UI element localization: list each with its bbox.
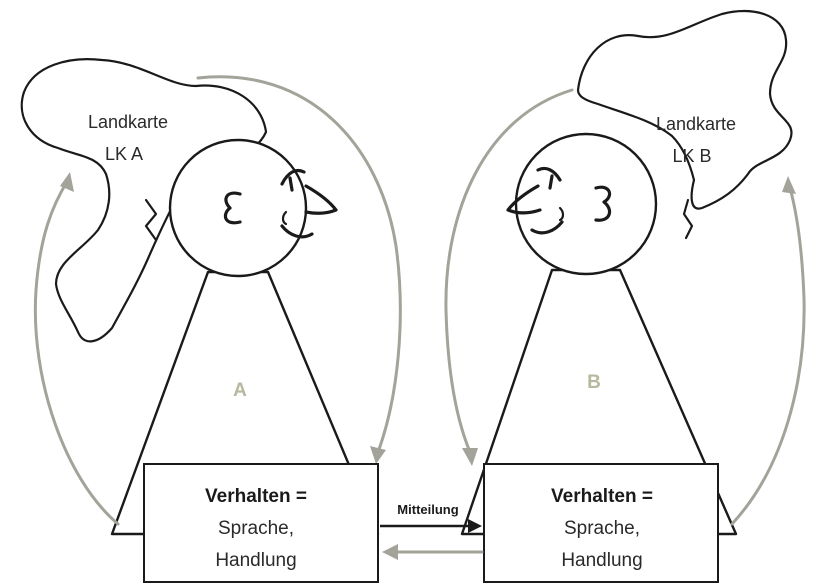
behavior-box-a-line3: Handlung: [215, 550, 296, 571]
person-b-behavior-box: Verhalten = Sprache, Handlung: [484, 464, 718, 582]
arrowhead-icon: [462, 448, 478, 466]
behavior-box-a-title: Verhalten =: [205, 486, 307, 507]
map-a-label-line1: Landkarte: [88, 112, 168, 132]
behavior-box-a-line2: Sprache,: [218, 518, 294, 539]
arrowhead-icon: [782, 176, 796, 194]
map-b-label-line1: Landkarte: [656, 114, 736, 134]
behavior-box-b-line2: Sprache,: [564, 518, 640, 539]
map-b-label-line2: LK B: [672, 146, 711, 166]
arrowhead-icon: [382, 544, 398, 560]
person-a-squiggle: [146, 200, 156, 240]
person-b-letter: B: [587, 372, 601, 393]
behavior-box-b-line3: Handlung: [561, 550, 642, 571]
map-a-label-line2: LK A: [105, 144, 143, 164]
person-b-head: [516, 134, 656, 274]
person-b-right-loop: [732, 188, 804, 524]
behavior-box-b-title: Verhalten =: [551, 486, 653, 507]
person-a-nose: [306, 186, 336, 213]
person-a-letter: A: [233, 380, 247, 401]
person-b: Landkarte LK B B Verhalten = Sprac: [446, 11, 804, 582]
message-label: Mitteilung: [397, 502, 458, 517]
person-a: Landkarte LK A A Verhalten = Sprac: [22, 59, 401, 582]
person-b-squiggle: [684, 200, 692, 238]
person-a-head: [170, 140, 306, 276]
arrowhead-icon: [370, 446, 386, 464]
person-a-left-loop: [35, 180, 118, 524]
person-a-behavior-box: Verhalten = Sprache, Handlung: [144, 464, 378, 582]
